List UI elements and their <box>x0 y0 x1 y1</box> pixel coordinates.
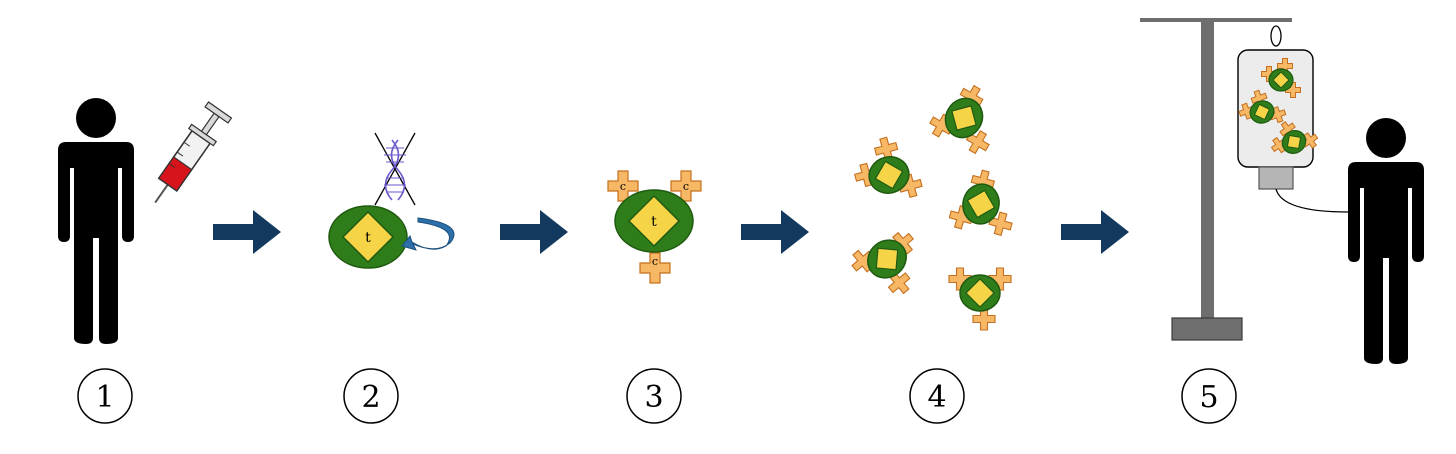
t-cell-icon: t <box>328 205 408 269</box>
iv-tube-icon <box>1275 188 1349 213</box>
syringe-icon <box>154 101 233 204</box>
step-2-circle <box>343 368 399 424</box>
expanded-cell-icon <box>852 134 925 200</box>
step-5-infusion: 5 <box>1140 18 1424 424</box>
receptor-letter: c <box>652 255 658 268</box>
step-4-circle <box>909 368 965 424</box>
step-4-cell-expansion: 4 <box>846 81 1015 424</box>
blood-sample <box>157 156 193 192</box>
curved-arrow-icon <box>401 217 455 251</box>
step-1-circle <box>77 368 133 424</box>
step-5-label: 5 <box>1199 380 1218 415</box>
expanded-cell-icon <box>946 167 1015 238</box>
patient-icon <box>1348 118 1424 364</box>
step-1-blood-draw: 1 <box>58 98 233 424</box>
t-cell-letter: t <box>365 230 371 246</box>
expanded-cell-icon <box>925 81 994 158</box>
car-t-cell-icon: t <box>614 189 694 253</box>
arrow-1-to-2-icon <box>213 210 281 254</box>
arrow-2-to-3-icon <box>500 210 568 254</box>
arrow-4-to-5-icon <box>1061 210 1129 254</box>
step-3-car-t-cell: c c c t 3 <box>607 170 702 424</box>
expanded-cell-icon <box>846 227 919 299</box>
receptor-letter: c <box>683 180 689 193</box>
step-2-label: 2 <box>361 380 380 415</box>
step-1-label: 1 <box>95 380 114 415</box>
step-5-circle <box>1181 368 1237 424</box>
step-4-label: 4 <box>927 380 946 415</box>
iv-bag-icon <box>1236 25 1322 190</box>
iv-pole-icon <box>1140 18 1292 341</box>
receptor-letter: c <box>620 180 626 193</box>
dna-helix-icon <box>374 132 416 206</box>
step-2-gene-transfer: t 2 <box>328 132 455 424</box>
expanded-cell-icon <box>948 267 1012 331</box>
step-3-label: 3 <box>644 380 663 415</box>
step-3-circle <box>626 368 682 424</box>
car-t-cell-letter: t <box>651 214 657 230</box>
arrow-3-to-4-icon <box>741 210 809 254</box>
patient-icon <box>58 98 134 344</box>
